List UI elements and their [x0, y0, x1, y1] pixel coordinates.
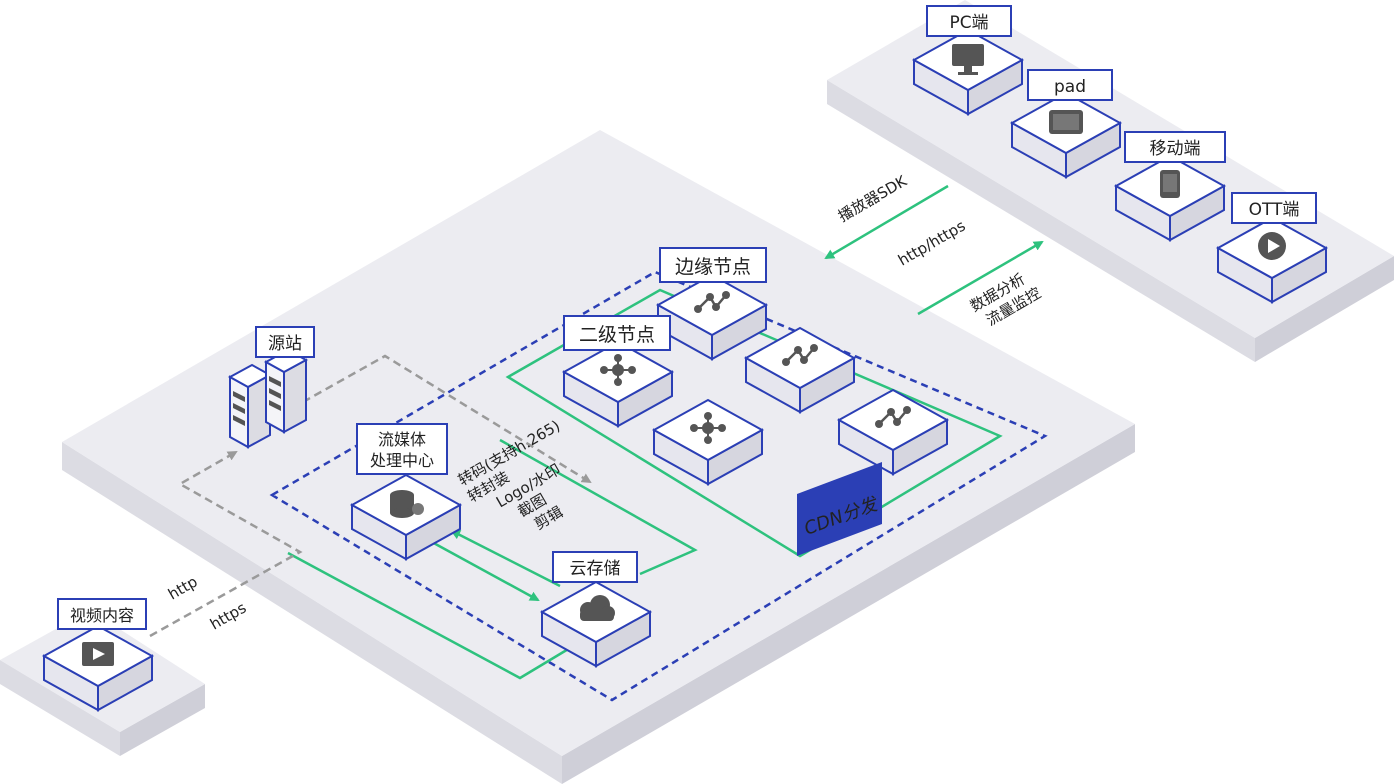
edge-node-icon [875, 406, 911, 428]
storage-to-media-arrow [450, 529, 561, 588]
phone-icon [1160, 170, 1180, 198]
http-https-text: http/https [895, 217, 969, 270]
label-video-content: 视频内容 [57, 598, 147, 630]
http-text: http [165, 572, 201, 603]
video-content-box [41, 624, 155, 712]
secondary-node-label: 二级节点 [579, 324, 655, 346]
video-content-label: 视频内容 [70, 606, 134, 625]
pc-device-box [911, 28, 1025, 116]
main-platform [62, 130, 1135, 784]
media-center-label-line1: 流媒体 [378, 430, 426, 449]
edge-node-box-2 [743, 326, 857, 414]
label-ott: OTT端 [1231, 192, 1317, 224]
tablet-icon [1049, 110, 1083, 134]
media-to-storage-arrow [429, 539, 540, 602]
media-center-green-loop-2 [499, 438, 698, 576]
edge-node-icon [782, 344, 818, 366]
mobile-device-box [1113, 154, 1227, 242]
media-center-green-loop [287, 551, 582, 680]
media-center-label-line2: 处理中心 [370, 451, 434, 470]
data-analysis-arrow [917, 240, 1044, 316]
edge-node-label: 边缘节点 [675, 256, 751, 278]
label-pad: pad [1027, 69, 1113, 101]
network-hub-icon [690, 412, 726, 444]
edge-node-box-3 [836, 388, 950, 476]
media-center-box [349, 473, 463, 561]
label-edge-node: 边缘节点 [659, 247, 767, 283]
cloud-storage-box [539, 580, 653, 668]
edge-node-icon [694, 291, 730, 313]
secondary-node-box-1 [561, 340, 675, 428]
tv-icon [1258, 232, 1286, 260]
monitor-icon [952, 44, 984, 75]
cloud-storage-icon [580, 595, 615, 621]
label-media-center: 流媒体 处理中心 [356, 423, 448, 475]
database-gear-icon [390, 490, 424, 518]
origin-server [227, 348, 309, 449]
pad-label: pad [1054, 77, 1086, 97]
player-sdk-arrow [824, 184, 949, 260]
pc-label: PC端 [949, 13, 988, 33]
player-sdk-text: 播放器SDK [835, 171, 911, 225]
video-file-icon [82, 642, 114, 666]
mobile-label: 移动端 [1150, 139, 1201, 159]
origin-dashed-route [149, 450, 303, 638]
ott-device-box [1215, 216, 1329, 304]
edge-node-box-1 [655, 273, 769, 361]
label-mobile: 移动端 [1124, 131, 1226, 163]
label-origin: 源站 [255, 326, 315, 358]
network-hub-icon [600, 354, 636, 386]
origin-label: 源站 [268, 334, 302, 354]
secondary-node-box-2 [651, 398, 765, 486]
origin-to-cdn-dashed-route [302, 354, 592, 484]
label-pc: PC端 [926, 5, 1012, 37]
label-cloud-storage: 云存储 [552, 551, 638, 583]
cloud-storage-label: 云存储 [570, 559, 621, 579]
pad-device-box [1009, 91, 1123, 179]
ott-label: OTT端 [1249, 200, 1300, 220]
cdn-dashed-region [269, 270, 1048, 702]
label-secondary-node: 二级节点 [563, 315, 671, 351]
https-text: https [207, 598, 250, 633]
